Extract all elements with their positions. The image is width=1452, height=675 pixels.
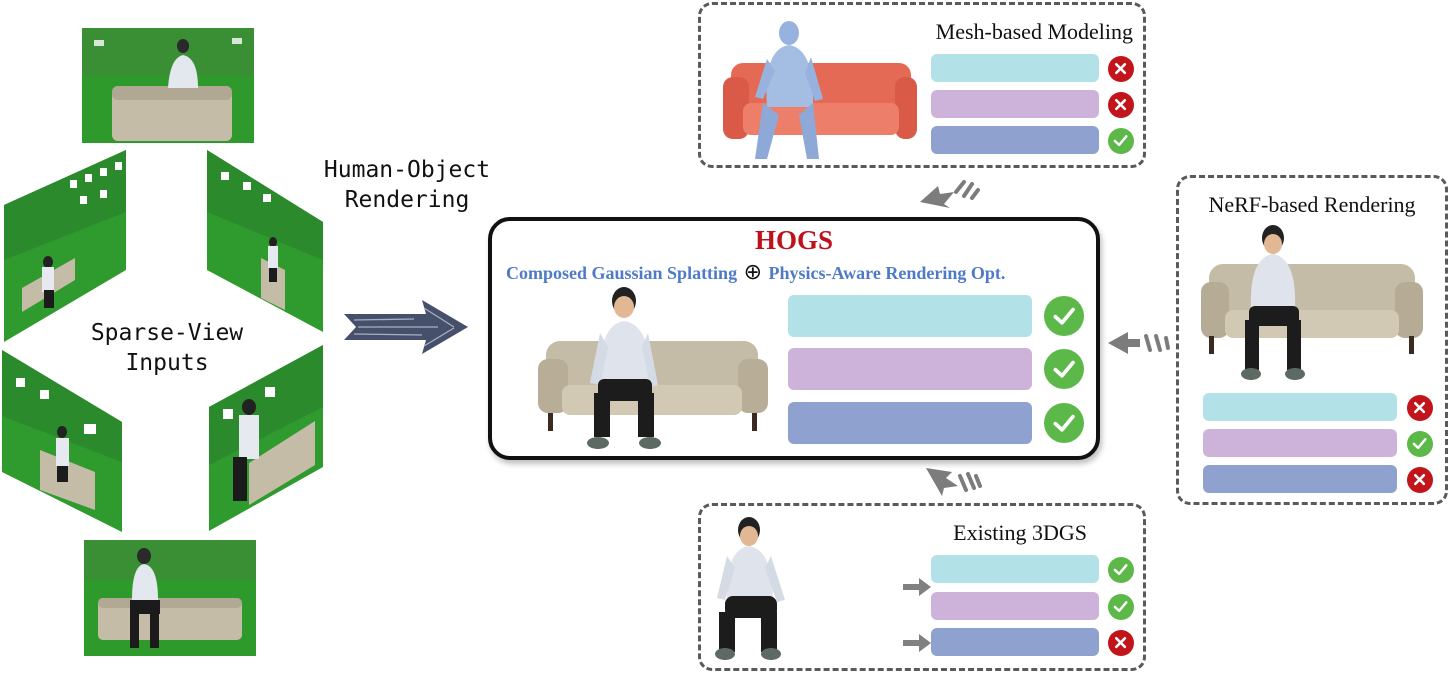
hogs-mark-3 [1044,403,1084,443]
input-view-left-upper [4,150,126,342]
hogs-metric-bar-2 [788,348,1032,390]
nerf-mark-3 [1407,467,1433,493]
check-icon [1114,564,1128,576]
nerf-metric-bar-3 [1203,465,1397,493]
cross-icon [1414,402,1426,414]
nerf-metric-bar-2 [1203,429,1397,457]
existing-title: Existing 3DGS [953,520,1087,545]
hogs-metric-bar-3 [788,402,1032,444]
check-icon [1053,414,1075,432]
nerf-title: NeRF-based Rendering [1208,192,1416,217]
mesh-rendering [723,21,917,159]
check-icon [1114,601,1128,613]
existing-to-hogs-arrow [926,468,982,496]
existing-metric-bar-3 [931,628,1099,656]
input-view-back [82,28,254,143]
cross-icon [1115,637,1127,649]
check-icon [1053,307,1075,325]
existing-mark-2 [1108,594,1134,620]
hogs-panel: HOGS Composed Gaussian Splatting ⊕ Physi… [488,217,1100,460]
hogs-mark-2 [1044,349,1084,389]
mesh-mark-3 [1108,128,1134,154]
hor-label-line1: Human-Object [323,157,491,183]
existing-metric-bar-1 [931,555,1099,583]
nerf-mark-2 [1407,431,1433,457]
existing-pointer-arrow-1 [903,578,931,596]
hogs-rendering [538,287,768,449]
main-flow-arrow [344,300,468,354]
input-view-right-lower [209,345,323,531]
hogs-subtitle: Composed Gaussian Splatting ⊕ Physics-Aw… [506,259,1096,285]
existing-pointer-arrow-2 [903,634,931,652]
sparse-view-label-line2: Inputs [125,350,209,376]
mesh-metric-bar-2 [931,90,1099,118]
hor-label-line2: Rendering [344,187,470,213]
cross-icon [1115,63,1127,75]
physics-aware-rendering-opt: Physics-Aware Rendering Opt. [768,263,1006,283]
mesh-mark-1 [1108,56,1134,82]
hogs-metric-bar-1 [788,295,1032,337]
nerf-mark-1 [1407,395,1433,421]
check-icon [1413,438,1427,450]
mesh-based-modeling-panel: Mesh-based Modeling [698,2,1146,168]
composed-gaussian-splatting: Composed Gaussian Splatting [506,263,738,283]
plus-symbol: ⊕ [743,259,763,284]
existing-mark-1 [1108,557,1134,583]
mesh-mark-2 [1108,92,1134,118]
existing-metric-bar-2 [931,592,1099,620]
nerf-based-rendering-panel: NeRF-based Rendering [1176,175,1448,505]
sparse-view-inputs: Sparse-View Inputs [0,0,330,675]
existing-rendering [715,517,785,660]
hogs-title: HOGS [754,225,834,255]
nerf-to-hogs-arrow [1108,332,1170,354]
input-view-front [84,540,256,656]
human-object-rendering-label: Human-Object Rendering [302,155,512,215]
check-icon [1114,135,1128,147]
check-icon [1053,360,1075,378]
input-view-left-lower [2,350,122,532]
mesh-metric-bar-1 [931,54,1099,82]
mesh-title: Mesh-based Modeling [935,19,1133,44]
hogs-mark-1 [1044,296,1084,336]
sparse-view-label: Sparse-View Inputs [72,318,262,378]
cross-icon [1115,99,1127,111]
sparse-view-label-line1: Sparse-View [90,320,244,346]
input-view-right-upper [207,150,323,332]
existing-mark-3 [1108,630,1134,656]
mesh-metric-bar-3 [931,126,1099,154]
nerf-rendering [1201,225,1423,380]
existing-3dgs-panel: Existing 3DGS [698,503,1146,671]
nerf-metric-bar-1 [1203,393,1397,421]
mesh-to-hogs-arrow [920,180,980,208]
cross-icon [1414,474,1426,486]
